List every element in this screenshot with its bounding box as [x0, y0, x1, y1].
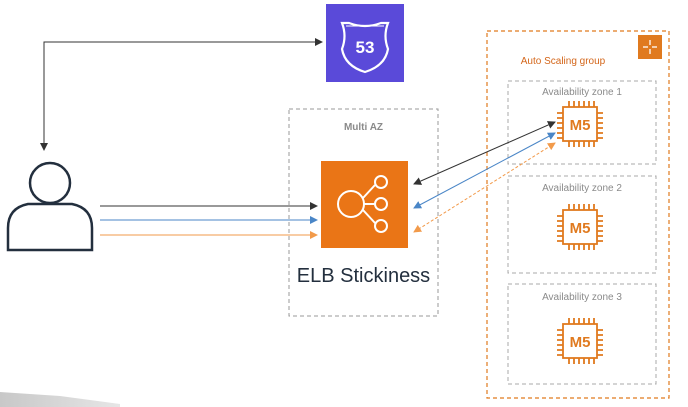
- availability-zone-label: Availability zone 3: [542, 292, 622, 303]
- availability-zone-box: [507, 283, 657, 385]
- instance-type-label: M5: [570, 220, 591, 237]
- auto-scaling-group-label: Auto Scaling group: [520, 56, 606, 67]
- ec2-m5-instance-icon: [557, 318, 603, 364]
- elb-icon: [321, 161, 408, 248]
- auto-scaling-icon: [638, 35, 662, 59]
- elb-caption: ELB Stickiness: [296, 265, 431, 287]
- ec2-m5-instance-icon: [557, 204, 603, 250]
- sticky-session-arrow: [413, 142, 556, 233]
- multi-az-label: Multi AZ: [343, 122, 384, 133]
- instance-type-label: M5: [570, 117, 591, 134]
- ec2-m5-instance-icon: [557, 101, 603, 147]
- decorative-shadow: [0, 392, 120, 407]
- auto-scaling-group-box: [486, 30, 670, 399]
- route53-label: 53: [356, 38, 375, 57]
- route53-arrow: [40, 38, 323, 151]
- availability-zone-label: Availability zone 2: [542, 183, 622, 194]
- availability-zone-label: Availability zone 1: [542, 87, 622, 98]
- sticky-session-arrow: [413, 132, 556, 209]
- user-icon: [6, 161, 94, 252]
- instance-type-label: M5: [570, 334, 591, 351]
- route53-shield-icon: [326, 4, 404, 82]
